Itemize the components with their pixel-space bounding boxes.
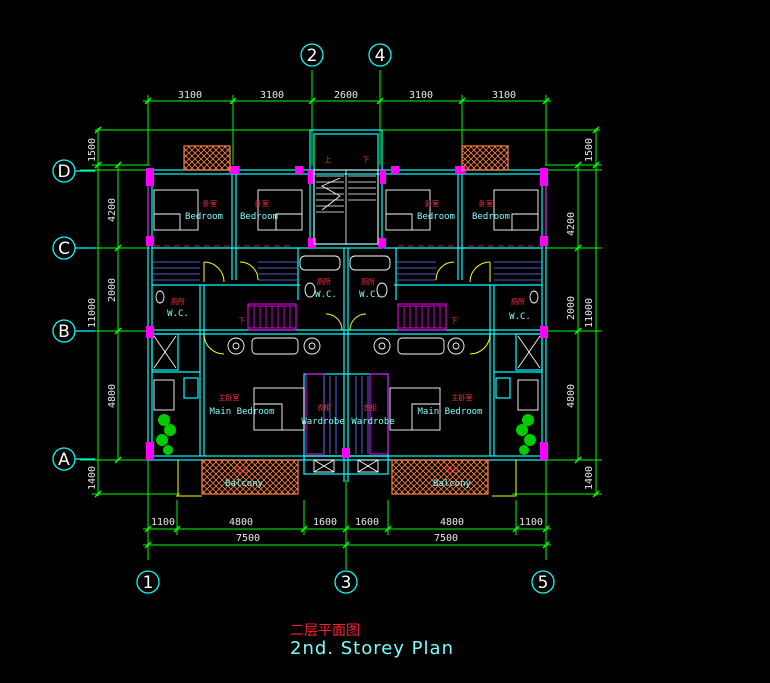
- dim-bottom-3: 1600: [313, 517, 337, 528]
- dim-right-1: 1500: [584, 138, 595, 162]
- axis-label-top-2: 4: [375, 46, 386, 66]
- bathtub-right: [349, 255, 391, 271]
- axis-label-bottom-3: 5: [538, 573, 549, 593]
- bedroom-1-label: Bedroom: [185, 212, 223, 222]
- stair-up-label: 上: [325, 155, 332, 164]
- dim-top-4: 3100: [409, 90, 433, 101]
- axis-label-side-d: D: [57, 162, 70, 182]
- main-bedroom-right-cn: 主卧室: [452, 393, 473, 402]
- wardrobe-right-label: Wardrobe: [351, 417, 394, 427]
- dim-bottom-6: 1100: [519, 517, 543, 528]
- balcony-left: [201, 459, 299, 495]
- wc-3-label: W.C.: [167, 309, 189, 319]
- bedroom-2-cn: 卧室: [255, 199, 269, 208]
- stair-down-right: 下: [451, 317, 458, 325]
- dimension-ticks: [94, 97, 600, 549]
- dim-right-4: 4800: [566, 384, 577, 408]
- dimension-texts: 3100 3100 2600 3100 3100 1100 4800 1600 …: [87, 90, 595, 544]
- planter-top-left: [183, 145, 231, 171]
- stairs: [313, 169, 379, 245]
- dim-total-right: 7500: [434, 533, 458, 544]
- axis-label-side-b: B: [58, 322, 70, 342]
- sofa-left: [251, 337, 299, 355]
- dim-bottom-1: 1100: [151, 517, 175, 528]
- windows: [146, 166, 548, 460]
- wardrobe-left-label: Wardrobe: [301, 417, 344, 427]
- wc-2-cn: 厕所: [361, 277, 375, 286]
- wc-1-cn: 厕所: [317, 277, 331, 286]
- main-bed-right: [389, 387, 441, 431]
- room-labels: 卧室 Bedroom 卧室 Bedroom 卧室 Bedroom 卧室 Bedr…: [167, 155, 531, 489]
- axis-label-side-c: C: [58, 239, 70, 259]
- axis-label-top-1: 2: [307, 46, 318, 66]
- dim-top-3: 2600: [334, 90, 358, 101]
- walls: [147, 129, 547, 482]
- axis-label-bottom-2: 3: [341, 573, 352, 593]
- plan-title: 2nd. Storey Plan: [290, 638, 454, 659]
- window-lines: [147, 186, 547, 455]
- wc-4-label: W.C.: [509, 312, 531, 322]
- dim-right-total: 11000: [584, 298, 595, 328]
- dim-top-5: 3100: [492, 90, 516, 101]
- dim-right-3: 2000: [566, 296, 577, 320]
- bathtub-left: [299, 255, 341, 271]
- wardrobe-left-cn: 衣柜: [317, 403, 331, 412]
- main-bed-left: [253, 387, 305, 431]
- balcony-right-label: Balcony: [433, 479, 472, 489]
- dim-left-4: 4800: [107, 384, 118, 408]
- dim-right-5: 1400: [584, 466, 595, 490]
- wc-4-cn: 厕所: [511, 297, 525, 306]
- bedroom-4-cn: 卧室: [479, 199, 493, 208]
- bed-1: [153, 189, 199, 231]
- balcony-left-cn: 阳台: [235, 465, 249, 474]
- stair-down-label: 下: [363, 156, 370, 164]
- axis-labels: 2 4 1 3 5 D C B A: [57, 46, 548, 593]
- dim-left-2: 4200: [107, 198, 118, 222]
- bedroom-4-label: Bedroom: [472, 212, 510, 222]
- axis-label-bottom-1: 1: [143, 573, 154, 593]
- wardrobe-lines: [152, 261, 542, 454]
- balconies: [183, 145, 509, 495]
- main-bedroom-left-cn: 主卧室: [219, 393, 240, 402]
- dim-left-total: 11000: [87, 298, 98, 328]
- axis-bubbles: [52, 43, 555, 594]
- dimension-lines: [80, 70, 602, 570]
- inner-stairs: [247, 305, 447, 329]
- dim-right-2: 4200: [566, 212, 577, 236]
- wc-3-cn: 厕所: [171, 297, 185, 306]
- balcony-right: [391, 459, 489, 495]
- balcony-right-cn: 阳台: [445, 465, 459, 474]
- bedroom-3-label: Bedroom: [417, 212, 455, 222]
- wardrobe-right-cn: 衣柜: [363, 403, 377, 412]
- doors: [176, 261, 491, 497]
- stair-down-left: 下: [239, 317, 246, 325]
- wc-1-label: W.C.: [315, 290, 337, 300]
- plants: [156, 414, 536, 455]
- main-bedroom-left-label: Main Bedroom: [209, 407, 274, 417]
- planter-top-right: [461, 145, 509, 171]
- dim-left-1: 1500: [87, 138, 98, 162]
- dim-bottom-2: 4800: [229, 517, 253, 528]
- dim-left-5: 1400: [87, 466, 98, 490]
- dim-bottom-4: 1600: [355, 517, 379, 528]
- bed-4: [493, 189, 539, 231]
- balcony-left-label: Balcony: [225, 479, 264, 489]
- dim-top-2: 3100: [260, 90, 284, 101]
- main-bedroom-right-label: Main Bedroom: [417, 407, 482, 417]
- bed-2: [257, 189, 303, 231]
- wc-2-label: W.C.: [359, 290, 381, 300]
- plan-title-chinese: 二层平面图: [290, 623, 360, 639]
- sofa-right: [397, 337, 445, 355]
- bedroom-2-label: Bedroom: [240, 212, 278, 222]
- axis-label-side-a: A: [58, 450, 70, 470]
- bedroom-3-cn: 卧室: [425, 199, 439, 208]
- bed-3: [385, 189, 431, 231]
- dim-top-1: 3100: [178, 90, 202, 101]
- dim-bottom-5: 4800: [440, 517, 464, 528]
- furniture: [153, 189, 541, 473]
- dim-total-left: 7500: [236, 533, 260, 544]
- bedroom-1-cn: 卧室: [203, 199, 217, 208]
- dim-left-3: 2000: [107, 278, 118, 302]
